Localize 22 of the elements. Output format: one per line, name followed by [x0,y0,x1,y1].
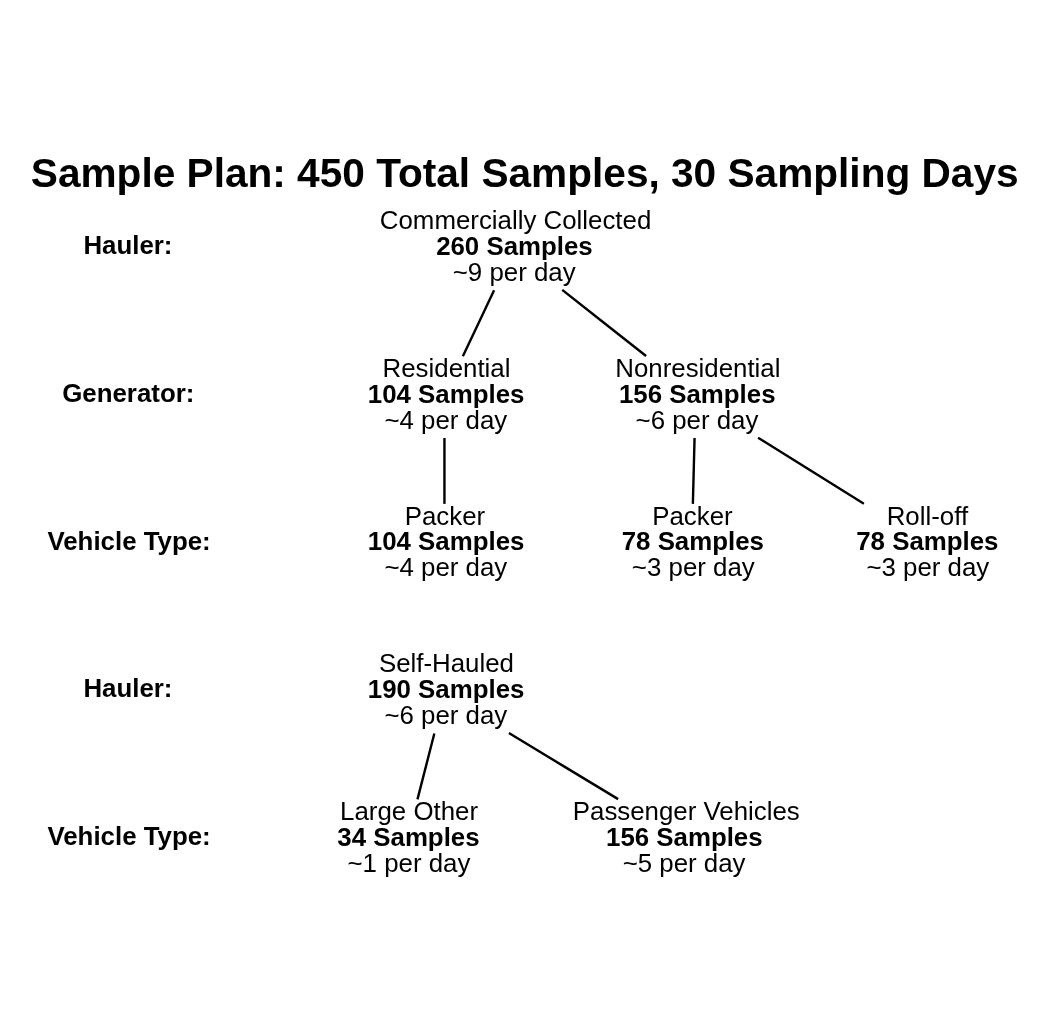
label: Vehicle Type: [47,526,211,555]
connector [691,437,696,504]
label: Vehicle Type: [47,821,211,850]
connector [443,437,446,504]
node-text: Packer 78 Samples ~3 per day [621,501,764,581]
label: Hauler: [83,230,173,259]
node-text: Self-Hauled 190 Samples ~6 per day [367,648,525,729]
connector [508,731,619,800]
connector [461,289,496,357]
node-text: Passenger Vehicles 156 Samples ~5 per day [572,796,800,877]
node-text: Roll-off 78 Samples ~3 per day [856,501,999,581]
diagram-title: Sample Plan: 450 Total Samples, 30 Sampling Days [30,149,1019,196]
node-text: Packer 104 Samples ~4 per day [367,501,525,581]
connector [561,288,647,357]
node-text: Commercially Collected 260 Samples ~9 per day [379,205,652,286]
node-text: Large Other 34 Samples ~1 per day [337,796,480,877]
node-text: Residential 104 Samples ~4 per day [367,353,525,434]
connector [757,436,865,505]
node-text: Nonresidential 156 Samples ~6 per day [615,353,781,434]
label: Hauler: [83,673,173,702]
label: Generator: [62,378,195,407]
connector [416,732,436,800]
